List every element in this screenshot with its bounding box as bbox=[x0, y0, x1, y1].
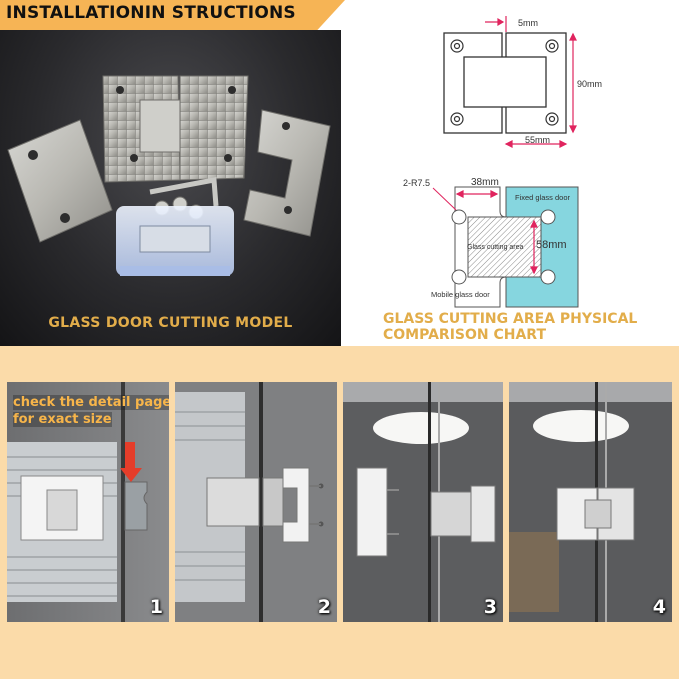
dim-width-label: 55mm bbox=[525, 135, 550, 145]
step-2-number: 2 bbox=[317, 596, 331, 618]
hinge-dimension-lines bbox=[485, 16, 577, 148]
cutting-area-label: Glass cutting area bbox=[467, 244, 524, 251]
detail-note: check the detail page for exact size bbox=[13, 394, 169, 428]
comparison-caption-line2: COMPARISON CHART bbox=[383, 327, 547, 343]
step-2-panel: 2 bbox=[175, 382, 337, 622]
step-4-illustration bbox=[509, 382, 672, 622]
comparison-caption: GLASS CUTTING AREA PHYSICAL COMPARISON C… bbox=[383, 311, 679, 343]
cutting-dimension-lines bbox=[432, 187, 538, 275]
step-2-illustration bbox=[175, 382, 337, 622]
step-1-number: 1 bbox=[149, 596, 163, 618]
step-1-illustration bbox=[7, 382, 169, 622]
photo-caption: GLASS DOOR CUTTING MODEL bbox=[48, 315, 293, 331]
title-banner bbox=[0, 0, 345, 30]
glass-cutting-diagram: 2-R7.5 38mm 58mm Fixed glass door Glass … bbox=[345, 165, 679, 310]
corner-radii bbox=[451, 209, 556, 285]
comparison-caption-line1: GLASS CUTTING AREA PHYSICAL bbox=[383, 311, 638, 327]
mobile-glass-label: Mobile glass door bbox=[431, 290, 490, 299]
arrow-down-icon bbox=[120, 468, 142, 482]
hinge-screw-holes bbox=[450, 39, 559, 126]
left-cover-plate bbox=[7, 119, 113, 243]
step-3-number: 3 bbox=[483, 596, 497, 618]
hinge-dimension-diagram: 5mm 90mm 55mm bbox=[345, 0, 679, 165]
step-3-panel: 3 bbox=[343, 382, 503, 622]
cutting-model-photo: GLASS DOOR CUTTING MODEL bbox=[0, 30, 341, 346]
step-3-illustration bbox=[343, 382, 503, 622]
step-4-panel: 4 bbox=[509, 382, 672, 622]
detail-note-line2: for exact size bbox=[13, 412, 112, 427]
step-4-number: 4 bbox=[652, 596, 666, 618]
cutting-area bbox=[467, 216, 542, 278]
acrylic-template-block bbox=[116, 206, 234, 276]
fixed-glass-label: Fixed glass door bbox=[515, 193, 571, 202]
gridded-hinge-plates bbox=[102, 75, 249, 183]
dim-top-label: 5mm bbox=[518, 18, 538, 28]
banner-title: INSTALLATIONIN STRUCTIONS bbox=[6, 3, 296, 23]
detail-note-line1: check the detail page bbox=[13, 395, 169, 410]
dim-height-label: 90mm bbox=[577, 79, 602, 89]
width-label: 38mm bbox=[471, 177, 499, 188]
cutting-model-illustration bbox=[7, 75, 331, 276]
u-shaped-plate bbox=[243, 109, 331, 237]
radius-label: 2-R7.5 bbox=[403, 178, 430, 188]
step-1-panel: check the detail page for exact size 1 bbox=[7, 382, 169, 622]
height-label: 58mm bbox=[536, 239, 567, 251]
